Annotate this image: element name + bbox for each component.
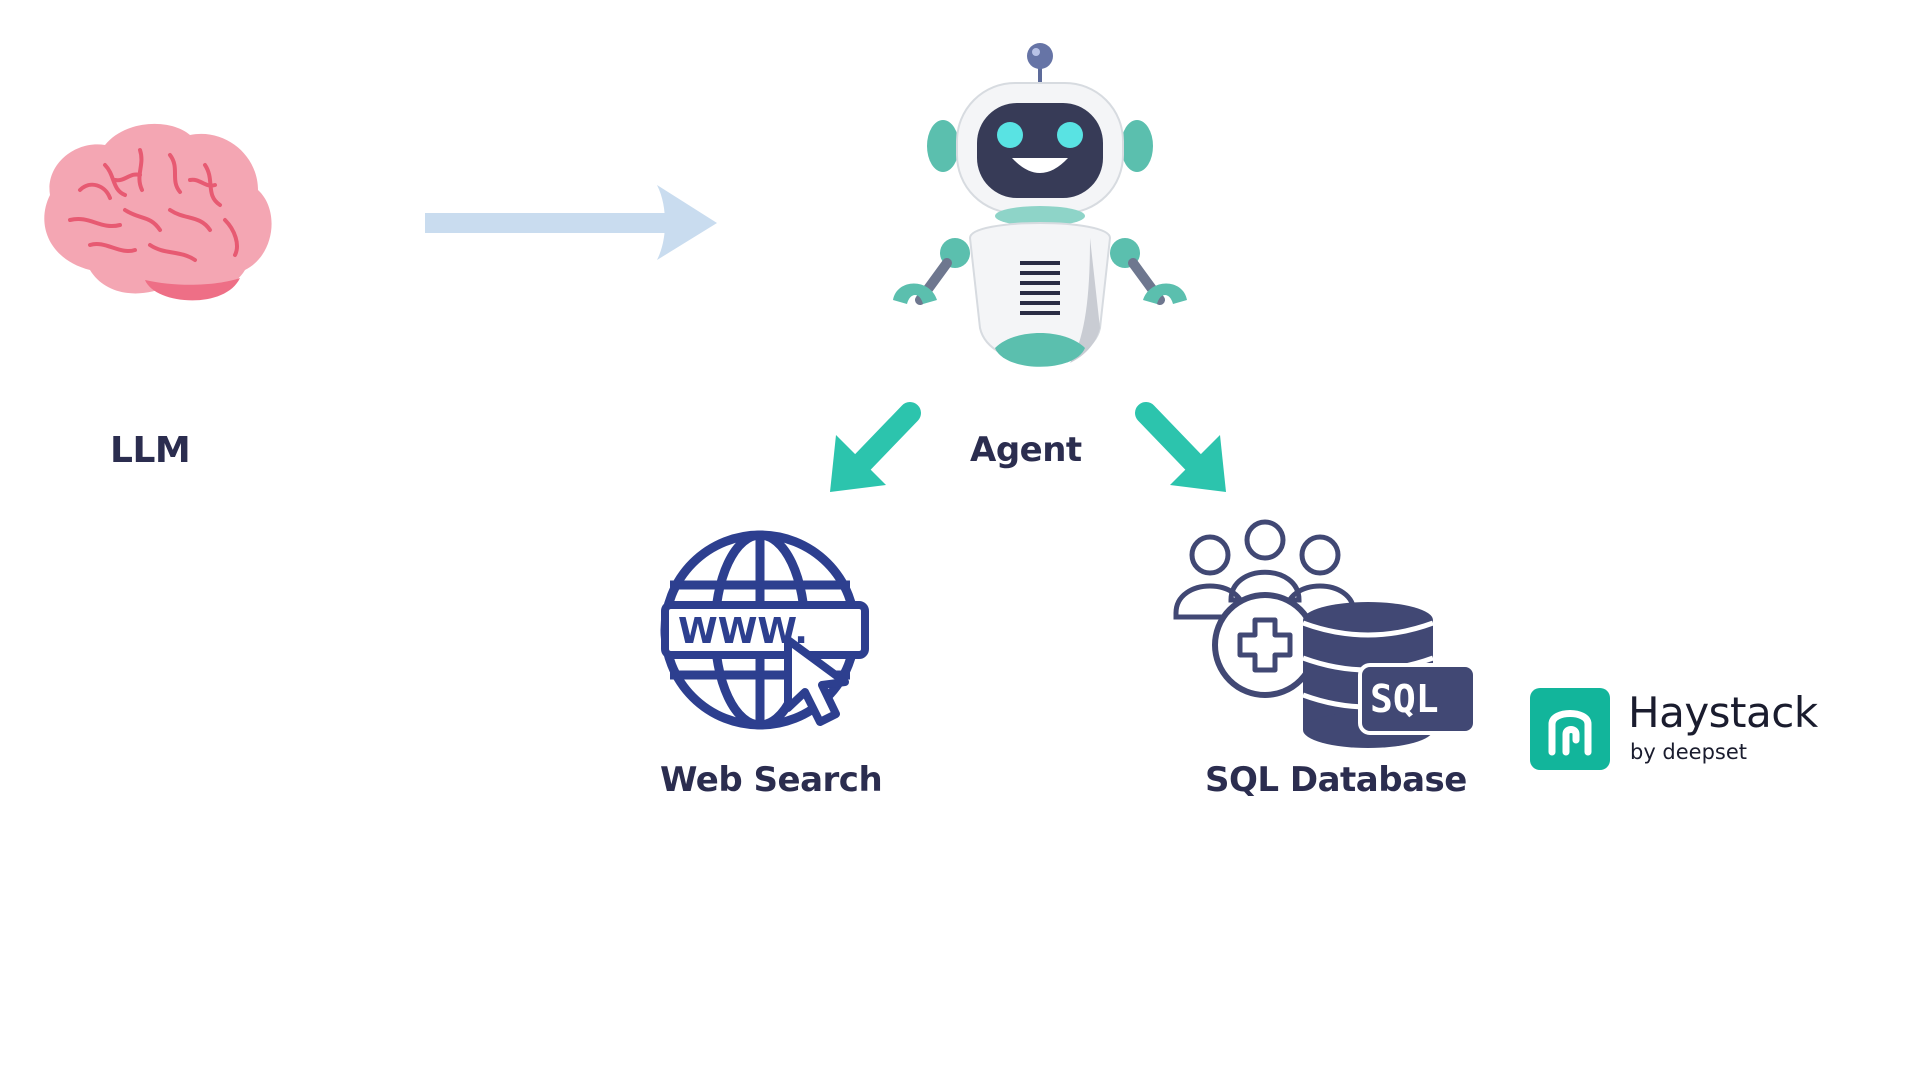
llm-to-agent-arrow (425, 185, 717, 260)
haystack-logo-icon (1530, 688, 1610, 770)
sql-database-icon: SQL (1173, 519, 1477, 748)
brand-name: Haystack (1628, 688, 1818, 737)
sql-badge-text: SQL (1370, 677, 1439, 721)
web-search-label: Web Search (660, 760, 883, 800)
agent-to-sql-database-arrow (1135, 402, 1226, 492)
robot-icon (893, 43, 1187, 367)
globe-www-icon: WWW. (660, 530, 869, 730)
brand-subtitle: by deepset (1630, 740, 1748, 764)
haystack-brand: Haystack by deepset (1530, 688, 1850, 778)
sql-database-label: SQL Database (1205, 760, 1467, 800)
llm-label: LLM (110, 430, 191, 471)
agent-label: Agent (970, 430, 1082, 470)
brain-icon (44, 123, 272, 301)
agent-to-web-search-arrow (830, 402, 921, 492)
